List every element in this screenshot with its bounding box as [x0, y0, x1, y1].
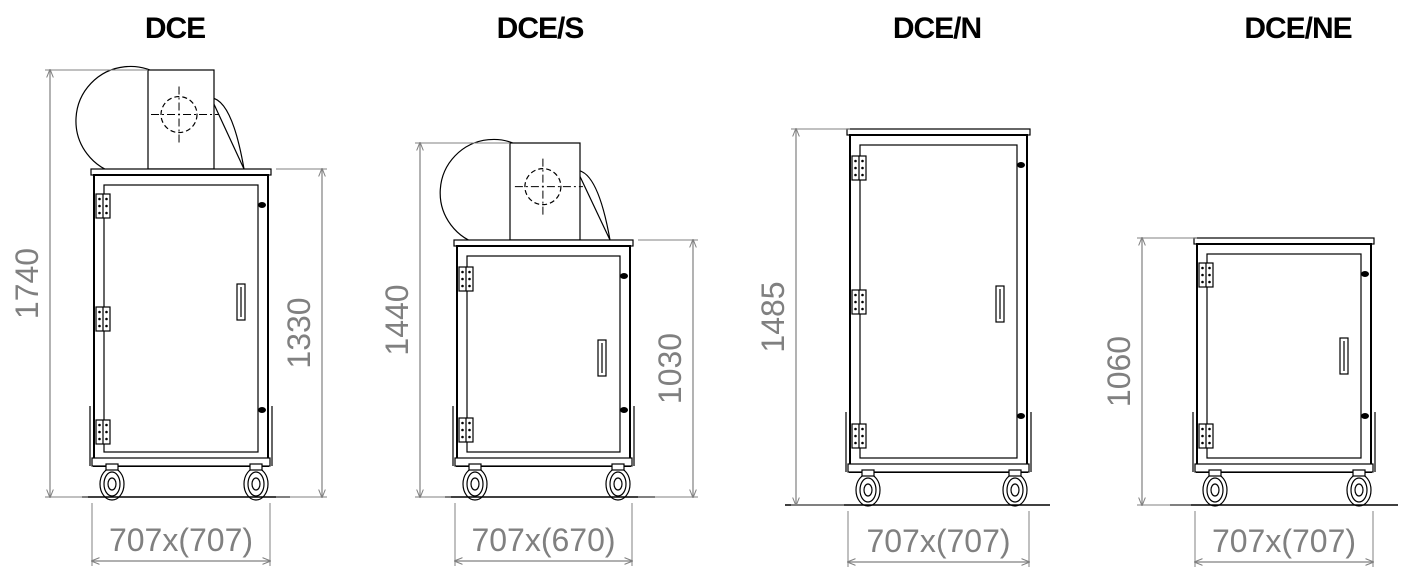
cabinet-height-label: 1330	[281, 297, 317, 368]
cabinet-height-label: 1030	[652, 333, 688, 404]
base-plate	[91, 457, 271, 467]
footprint-label: 707x(707)	[109, 522, 253, 558]
total-height-label: 1740	[9, 248, 45, 319]
total-height-label: 1485	[755, 281, 791, 352]
cabinet-door	[1206, 253, 1362, 459]
lock-point	[1361, 413, 1369, 419]
footprint-label: 707x(707)	[1212, 523, 1356, 559]
lock-point	[1017, 413, 1025, 419]
unit-title: DCE	[145, 12, 205, 45]
lock-point	[1017, 162, 1025, 168]
unit-title: DCE/N	[893, 12, 981, 45]
unit-dce-ne: DCE/NE 1060 707x(707)	[1101, 12, 1398, 567]
fan-unit-inlet	[524, 168, 562, 206]
fan-unit-box	[147, 69, 215, 170]
lock-point	[1361, 271, 1369, 277]
footprint-label: 707x(670)	[471, 522, 615, 558]
base-plate	[1194, 463, 1374, 473]
cabinet-door	[466, 255, 621, 453]
base-plate	[847, 463, 1030, 473]
unit-dce-s: DCE/S 1440 1030 707x(670)	[379, 12, 698, 566]
footprint-label: 707x(707)	[866, 523, 1010, 559]
unit-title: DCE/S	[497, 12, 584, 45]
unit-dce: DCE 1740 1330 707x(707)	[9, 12, 327, 566]
base-plate	[454, 457, 633, 467]
total-height-label: 1440	[379, 284, 415, 355]
lock-point	[620, 407, 628, 413]
fan-unit-inlet	[160, 95, 198, 134]
lock-point	[258, 407, 266, 413]
lock-point	[258, 202, 266, 208]
total-height-label: 1060	[1101, 336, 1137, 407]
fan-unit-box	[509, 142, 581, 241]
lock-point	[620, 273, 628, 279]
unit-dce-n: DCE/N 1485 707x(707)	[755, 12, 1050, 567]
unit-title: DCE/NE	[1244, 12, 1351, 45]
cabinet-body	[1196, 243, 1372, 473]
